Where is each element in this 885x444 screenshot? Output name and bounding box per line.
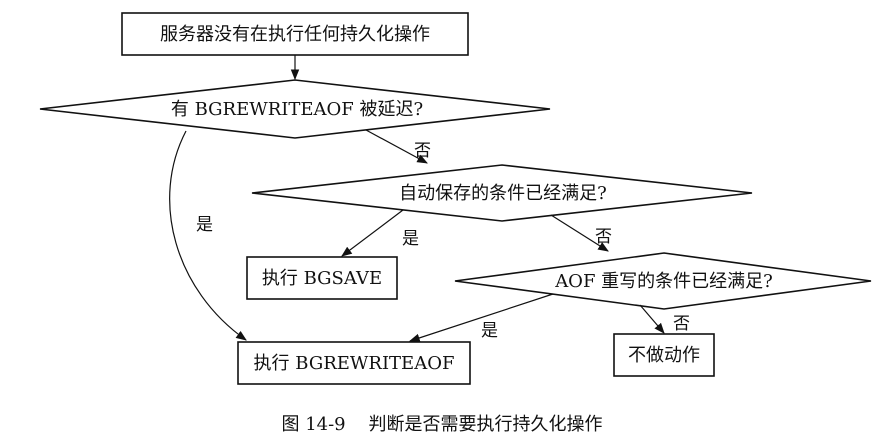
edge-label-no-3: 否 <box>673 314 690 334</box>
decision-aof-rewrite-met <box>454 252 872 310</box>
start-box <box>121 12 469 56</box>
no-action-box <box>613 333 715 377</box>
edge-delayed-no-to-autosave <box>365 129 428 164</box>
decision-bgrewrite-delayed <box>39 79 551 139</box>
no-action-label: 不做动作 <box>628 345 700 366</box>
edge-label-yes-2: 是 <box>402 229 419 249</box>
edge-label-no-1: 否 <box>414 141 431 161</box>
start-label: 服务器没有在执行任何持久化操作 <box>160 24 430 45</box>
edge-autosave-no-to-aof <box>550 214 609 252</box>
bgsave-label: 执行 BGSAVE <box>262 268 382 289</box>
edge-label-no-2: 否 <box>595 227 612 247</box>
bgsave-box <box>246 256 398 300</box>
decision-autosave-met <box>251 164 753 222</box>
edge-aof-yes-to-bgrewriteaof <box>408 293 554 343</box>
decision-bgrewrite-delayed-label: 有 BGREWRITEAOF 被延迟? <box>171 99 423 120</box>
edge-aof-no-to-noaction <box>639 304 665 334</box>
edge-label-yes-1: 是 <box>196 215 213 235</box>
bgrewriteaof-label: 执行 BGREWRITEAOF <box>254 353 455 374</box>
edge-autosave-yes-to-bgsave <box>341 209 404 257</box>
bgrewriteaof-box <box>237 341 471 385</box>
decision-autosave-met-label: 自动保存的条件已经满足? <box>399 183 607 204</box>
decision-aof-rewrite-met-label: AOF 重写的条件已经满足? <box>554 271 773 292</box>
edge-label-yes-3: 是 <box>481 321 498 341</box>
figure-caption: 图 14-9 判断是否需要执行持久化操作 <box>281 414 602 435</box>
edge-delayed-yes-to-bgrewriteaof <box>169 130 247 341</box>
